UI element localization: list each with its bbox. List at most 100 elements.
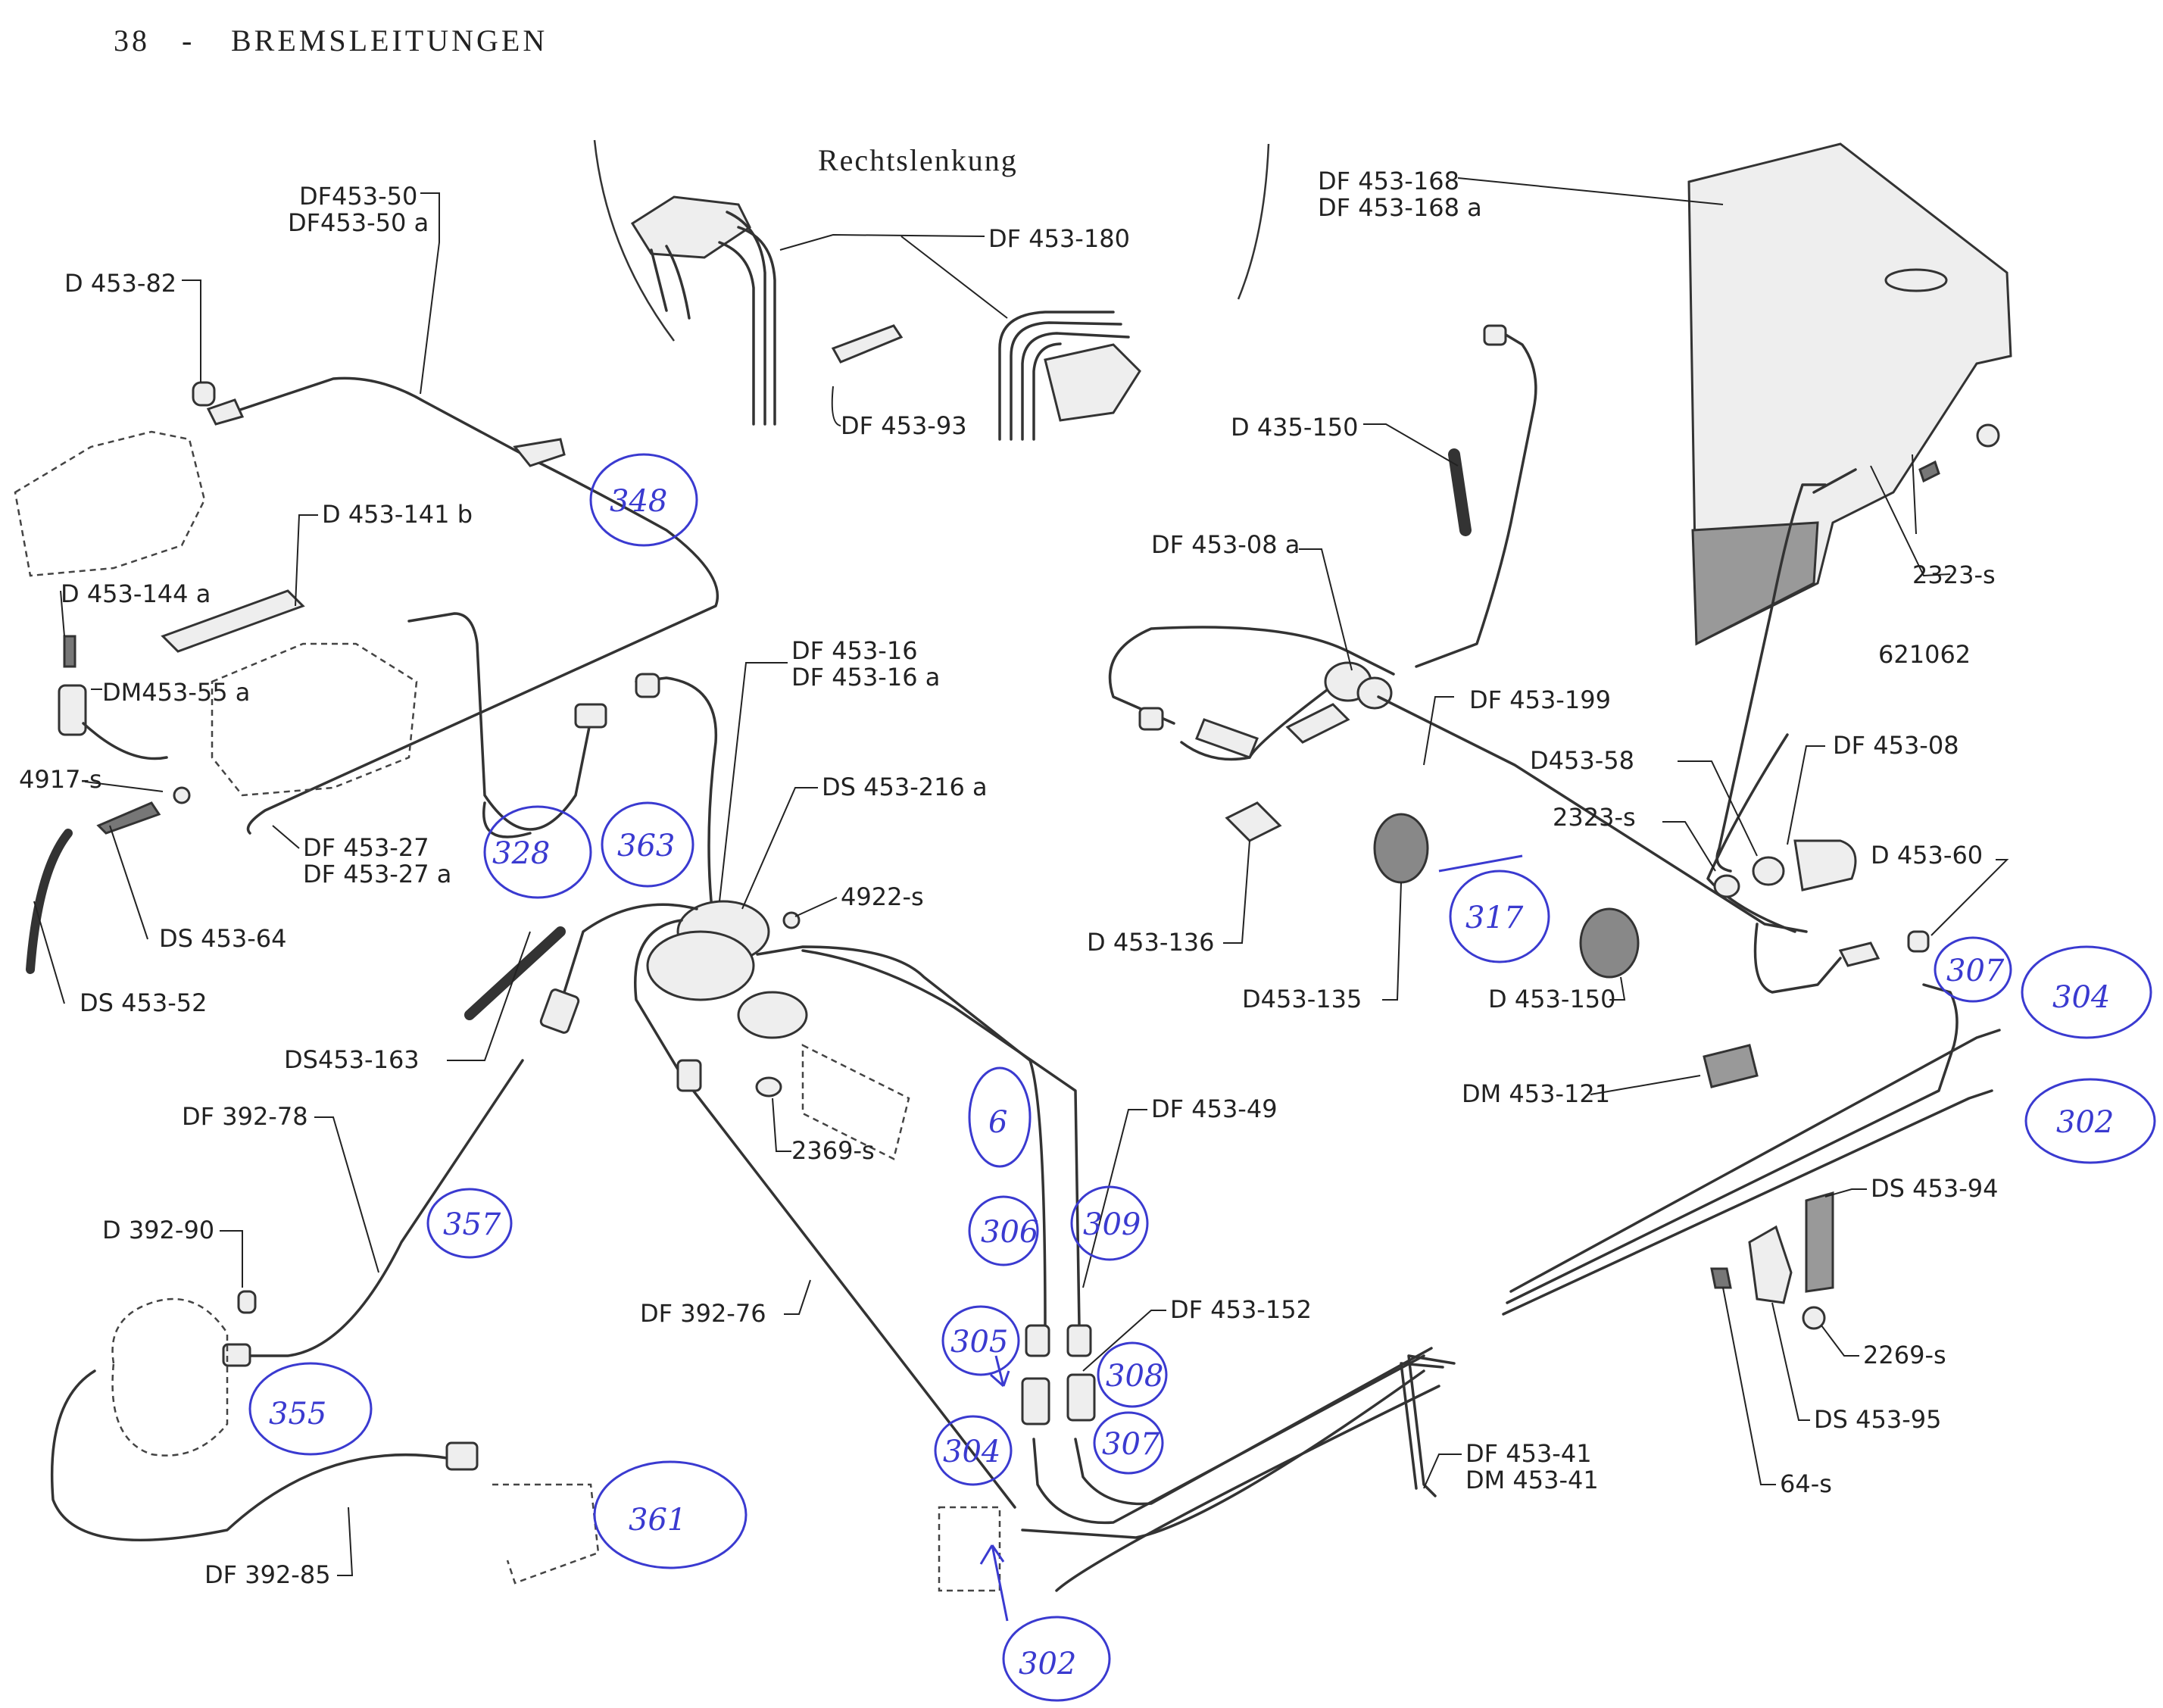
cylinder-outline — [938, 1506, 1001, 1592]
label-2369-s: 2369-s — [791, 1136, 875, 1165]
label-df453-08a: DF 453-08 a — [1151, 530, 1300, 559]
label-df392-76: DF 392-76 — [640, 1299, 766, 1328]
fitting-d453-82-nut — [206, 398, 245, 426]
note-304-a: 304 — [2052, 980, 2110, 1015]
nut-2369-s — [755, 1076, 782, 1098]
note-357: 357 — [443, 1207, 501, 1242]
label-df453-27a: DF 453-27 a — [303, 860, 451, 888]
hose-clip — [1195, 718, 1259, 759]
fitting-d453-82 — [192, 381, 216, 407]
label-2323-s-top: 2323-s — [1912, 560, 1996, 589]
nut-2269-s — [1802, 1306, 1826, 1330]
note-305: 305 — [950, 1325, 1008, 1360]
label-df453-16a: DF 453-16 a — [791, 663, 940, 692]
label-df453-08: DF 453-08 — [1833, 731, 1959, 760]
bracket-d453-141b — [161, 589, 305, 653]
label-df453-27: DF 453-27 — [303, 833, 429, 862]
label-d453-144a: D 453-144 a — [61, 579, 211, 608]
washer-4917-s — [173, 786, 191, 804]
label-df453-168a: DF 453-168 a — [1318, 193, 1482, 222]
fitting-df453-27 — [574, 703, 607, 729]
note-363: 363 — [617, 829, 675, 863]
label-df453-180: DF 453-180 — [988, 224, 1130, 253]
pipe-clip — [513, 438, 566, 467]
union-dm453-55a — [58, 684, 87, 736]
handwritten-annotations: 348 328 363 317 307 304 302 6 306 309 35… — [248, 453, 2156, 1702]
union-df453-08a-b — [1356, 676, 1393, 710]
nut-2323-s-top — [1976, 423, 2000, 448]
label-dm453-55a: DM453-55 a — [102, 678, 250, 707]
note-309: 309 — [1083, 1207, 1141, 1242]
panel-hole — [1884, 268, 1948, 292]
wheel-cylinder-outline — [492, 1483, 600, 1585]
label-df392-78: DF 392-78 — [182, 1102, 308, 1131]
fitting-df392-78 — [222, 1343, 251, 1367]
label-df453-49: DF 453-49 — [1151, 1094, 1278, 1123]
note-307-b: 307 — [1102, 1427, 1160, 1462]
engine-outline-top — [14, 430, 206, 577]
fitting-d435-150-top — [1483, 324, 1507, 346]
note-328: 328 — [492, 836, 550, 871]
fitting-left-end — [1138, 707, 1164, 731]
note-355: 355 — [269, 1397, 326, 1432]
fitting-df392-85 — [445, 1441, 479, 1471]
clip-d453-136 — [1225, 801, 1282, 842]
panel-lower-insulation — [1691, 521, 1819, 646]
grommet-d453-135 — [1373, 813, 1429, 884]
label-64-s: 64-s — [1780, 1469, 1832, 1498]
valve-body — [801, 1043, 910, 1160]
inset-title: Rechtslenkung — [818, 143, 1018, 177]
inset-clip — [831, 324, 904, 364]
label-d453-150: D 453-150 — [1488, 985, 1616, 1013]
label-ds453-94: DS 453-94 — [1871, 1174, 1998, 1203]
fitting-df453-152-a — [1021, 1377, 1050, 1425]
bolt-ds453-64 — [96, 801, 161, 835]
engine-outline-lower — [211, 642, 418, 797]
label-d453-58: D453-58 — [1530, 746, 1634, 775]
label-df453-50: DF453-50 — [299, 182, 417, 211]
block-dm453-121 — [1703, 1044, 1759, 1088]
label-d453-141b: D 453-141 b — [322, 500, 473, 529]
fitting-df453-16 — [635, 673, 660, 698]
fitting-df453-49-a — [1025, 1324, 1050, 1357]
page-separator: - — [182, 23, 195, 58]
note-302-b: 302 — [1019, 1647, 1076, 1681]
fitting-left-1 — [539, 988, 580, 1034]
inset-block-right — [1044, 343, 1141, 422]
clip-ds453-95 — [1748, 1225, 1793, 1304]
label-d453-135: D453-135 — [1242, 985, 1362, 1013]
left-group: DF453-50 DF453-50 a D 453-82 D 453-141 b… — [14, 182, 719, 1017]
label-ds453-163: DS453-163 — [284, 1045, 420, 1074]
label-ds453-52: DS 453-52 — [80, 988, 207, 1017]
label-df453-16: DF 453-16 — [791, 636, 918, 665]
page-title: BREMSLEITUNGEN — [231, 23, 548, 58]
fitting-df453-49-b — [1066, 1324, 1092, 1357]
note-304-b: 304 — [943, 1435, 1000, 1469]
note-6: 6 — [988, 1105, 1007, 1140]
label-2269-s: 2269-s — [1863, 1341, 1946, 1369]
note-306: 306 — [981, 1215, 1038, 1250]
label-d453-60: D 453-60 — [1871, 841, 1983, 870]
label-4917-s: 4917-s — [19, 765, 102, 794]
fitting-d453-60-union — [1838, 941, 1881, 967]
valve-head — [737, 991, 808, 1039]
label-ds453-216a: DS 453-216 a — [822, 773, 988, 801]
note-361: 361 — [629, 1503, 686, 1538]
note-348: 348 — [610, 484, 667, 519]
label-2323-s-mid: 2323-s — [1553, 803, 1636, 832]
label-d453-136: D 453-136 — [1087, 928, 1215, 957]
label-df453-93: DF 453-93 — [841, 411, 967, 440]
rhd-inset: Rechtslenkung DF 453-180 DF 453-93 — [593, 139, 1270, 441]
label-df453-199: DF 453-199 — [1469, 685, 1611, 714]
nut-2323-s-mid — [1713, 874, 1740, 898]
note-317: 317 — [1465, 901, 1524, 935]
label-dm453-121: DM 453-121 — [1462, 1079, 1610, 1108]
note-302-a: 302 — [2056, 1105, 2114, 1140]
hose-ds453-52 — [26, 829, 73, 974]
fitting-df453-152-b — [1066, 1373, 1096, 1422]
grommet-d453-150 — [1579, 907, 1640, 979]
note-308: 308 — [1106, 1359, 1163, 1394]
fitting-d453-60 — [1907, 930, 1930, 953]
distributor-base — [646, 930, 755, 1001]
